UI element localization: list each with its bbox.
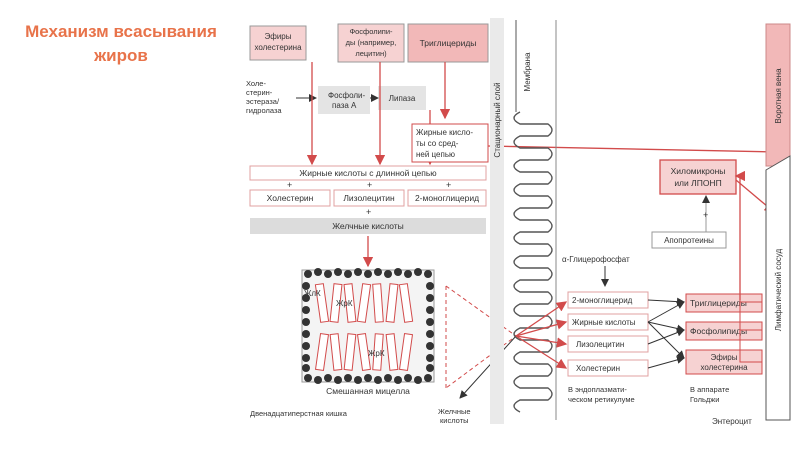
chylomicrons-text-2: или ЛПОНП	[674, 178, 721, 188]
slide-title-line1: Механизм всасывания	[25, 22, 217, 41]
enzyme-cholesterol-esterase-4: гидролаза	[246, 106, 282, 115]
stationary-layer	[490, 18, 504, 424]
cholesterol-product-box	[249, 189, 331, 207]
medium-chain-fa-2: ты со сред-	[416, 139, 459, 148]
golgi-item-triglycerides: Триглицериды	[690, 298, 747, 308]
long-chain-fa-box	[249, 165, 487, 181]
lysolecithin-product-text: Лизолецитин	[343, 193, 395, 203]
medium-chain-fa-1: Жирные кисло-	[416, 128, 473, 137]
cholesterol-esters-text-2: холестерина	[254, 43, 302, 52]
cholesterol-esters-text-1: Эфиры	[265, 32, 292, 41]
cholesterol-esters-box	[249, 25, 307, 61]
plus-5: +	[703, 210, 708, 220]
plus-1: +	[287, 180, 292, 190]
golgi-item-phospholipids: Фосфолипиды	[690, 326, 747, 336]
bile-acids-bottom-1: Желчные	[438, 407, 471, 416]
enzyme-cholesterol-esterase-2: стерин-	[246, 88, 273, 97]
phospholipids-text-1: Фосфолипи-	[349, 27, 393, 36]
monoglyceride-product-box	[407, 189, 487, 207]
slide-title: Механизм всасывания жиров	[0, 20, 242, 68]
enzyme-phospholipase-2: паза А	[332, 101, 357, 110]
triglycerides-top-text: Триглицериды	[420, 38, 477, 48]
er-label-2: ческом ретикулуме	[568, 395, 635, 404]
svg-text:Жирные кисло-ты со сред-ней це: Жирные кисло-ты со сред-ней цепью	[416, 128, 473, 159]
er-item-lysolecithin: Лизолецитин	[576, 340, 624, 349]
cholesterol-product-text: Холестерин	[267, 193, 314, 203]
lymph-vessel	[765, 155, 791, 421]
golgi-label-2: Гольджи	[690, 395, 719, 404]
lysolecithin-product-box	[333, 189, 405, 207]
enzyme-cholesterol-esterase-3: эстераза/	[246, 97, 280, 106]
alpha-glycerophosphate-label: α-Глицерофосфат	[562, 255, 630, 264]
stationary-layer-label: Стационарный слой	[493, 82, 502, 157]
triglycerides-top-box	[407, 23, 489, 63]
micelle-border-dots	[302, 268, 434, 384]
monoglyceride-product-text: 2-моноглицерид	[415, 193, 479, 203]
golgi-item-box-1	[685, 293, 763, 313]
enzyme-cholesterol-esterase-1: Холе-	[246, 79, 266, 88]
long-chain-fa-text: Жирные кислоты с длинной цепью	[299, 168, 437, 178]
membrane-label: Мембрана	[523, 52, 532, 92]
micelle-label: Смешанная мицелла	[326, 386, 410, 396]
micelle-fatty-acid-chains	[314, 283, 414, 371]
golgi-item-esters-2: холестерина	[700, 363, 748, 372]
micelle-zhrk-label-2: ЖрК	[368, 349, 385, 358]
golgi-label-1: В аппарате	[690, 385, 729, 394]
er-item-cholesterol: Холестерин	[576, 364, 620, 373]
plus-2: +	[367, 180, 372, 190]
plus-4: +	[366, 207, 371, 217]
membrane-microvilli	[513, 111, 553, 413]
svg-text:Фосфолипи-ды (например,лецитин: Фосфолипи-ды (например, лецитин)	[346, 27, 397, 58]
lymph-vessel-label: Лимфатический сосуд	[774, 248, 783, 331]
bile-acids-box	[250, 218, 486, 234]
bile-acids-text: Желчные кислоты	[332, 221, 404, 231]
medium-chain-fa-3: ней цепью	[416, 150, 455, 159]
bile-acids-bottom-2: кислоты	[440, 416, 469, 425]
phospholipids-text-3: лецитин)	[355, 49, 387, 58]
er-item-monoglyceride: 2-моноглицерид	[572, 296, 633, 305]
slide-title-line2: жиров	[94, 46, 148, 65]
phospholipase-box	[318, 86, 370, 114]
enterocyte-label: Энтероцит	[712, 417, 752, 426]
duodenum-label: Двенадцатиперстная кишка	[250, 409, 348, 418]
phospholipids-text-2: ды (например,	[346, 38, 397, 47]
portal-vein-label: Воротная вена	[774, 68, 783, 124]
golgi-item-esters-1: Эфиры	[711, 353, 738, 362]
golgi-item-box-2	[685, 321, 763, 341]
micelle-zhrk-label-1: ЖрК	[336, 299, 353, 308]
apoproteins-text: Апопротеины	[664, 236, 714, 245]
svg-text:Холе-стерин-эстераза/гидролаза: Холе-стерин-эстераза/гидролаза	[246, 79, 282, 115]
enzyme-phospholipase-1: Фосфоли-	[328, 91, 366, 100]
enzyme-lipase: Липаза	[389, 94, 416, 103]
er-item-fatty-acids: Жирные кислоты	[572, 318, 636, 327]
er-label-1: В эндоплазмати-	[568, 385, 627, 394]
svg-text:Фосфоли-паза А: Фосфоли-паза А	[328, 91, 366, 110]
plus-3: +	[446, 180, 451, 190]
micelle-diffusion-cone	[445, 285, 517, 389]
micelle-zhk-label: ЖлК	[304, 289, 321, 298]
medium-chain-fa-box	[411, 123, 489, 163]
portal-vein	[765, 23, 791, 167]
apoproteins-box	[651, 231, 727, 249]
lipase-box	[378, 86, 426, 110]
chylomicrons-text-1: Хиломикроны	[671, 166, 726, 176]
svg-text:В эндоплазмати-ческом ретикулу: В эндоплазмати-ческом ретикулуме	[568, 385, 635, 404]
phospholipids-box	[337, 23, 405, 63]
